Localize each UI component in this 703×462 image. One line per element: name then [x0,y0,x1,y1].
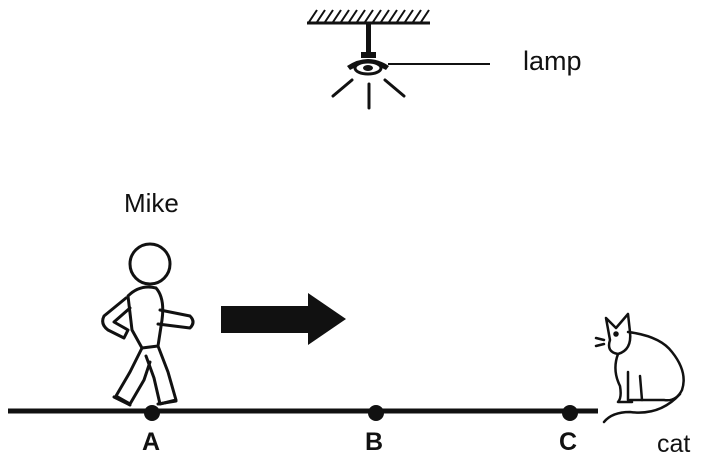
point-b-dot [368,405,384,421]
point-a-dot [144,405,160,421]
point-b-label: B [365,428,384,456]
person-name-label: Mike [124,188,179,218]
cat-label: cat [657,430,691,458]
walking-person-icon [101,242,195,407]
point-a-label: A [142,428,161,456]
lamp-label: lamp [523,46,582,76]
point-c-dot [562,405,578,421]
lamp-icon [331,24,406,110]
right-arrow-icon [221,293,346,345]
ceiling [307,9,430,25]
point-c-label: C [559,428,578,456]
sitting-cat-icon [594,312,685,424]
